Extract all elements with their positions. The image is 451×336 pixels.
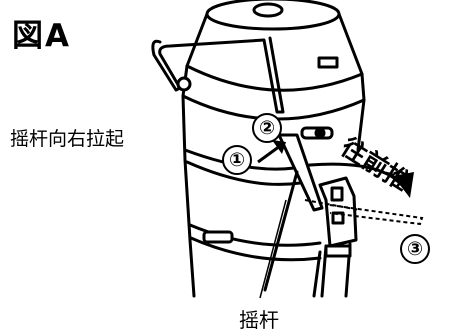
lid-rim <box>185 64 364 92</box>
lid-side <box>185 12 364 76</box>
lever-bar <box>277 133 324 212</box>
swing-arrow-head <box>393 172 414 198</box>
bracket-nut-2 <box>331 211 345 225</box>
step-3-marker: ③ <box>400 234 430 264</box>
lever-leader <box>259 199 287 299</box>
lever-rod <box>263 170 299 292</box>
bracket-nut <box>330 186 344 202</box>
post-cap <box>324 244 352 258</box>
step-2-marker: ② <box>252 113 282 143</box>
handle-pivot <box>176 76 192 92</box>
lever-label: 摇杆 <box>239 308 279 332</box>
lid-knob <box>252 2 284 18</box>
carry-handle <box>151 36 285 114</box>
lever-dashed-2 <box>304 199 361 211</box>
lever-raise-label: 摇杆向右拉起 <box>10 128 125 150</box>
step-1-marker: ① <box>222 145 252 175</box>
bottom-clip <box>202 230 234 244</box>
tank-band-4 <box>188 223 322 247</box>
figure-title: 図A <box>12 18 71 54</box>
post-side <box>312 250 322 298</box>
lift-arrow-head <box>272 140 286 154</box>
lid-clip <box>317 56 339 69</box>
lift-arrow <box>257 144 281 164</box>
tank-band-3 <box>185 160 302 186</box>
tank-band-5 <box>189 236 322 262</box>
